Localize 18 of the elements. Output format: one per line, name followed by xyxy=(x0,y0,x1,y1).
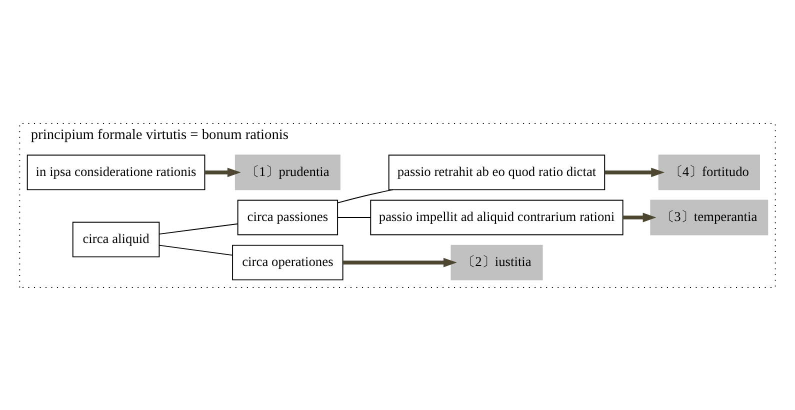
node-box: circa aliquid xyxy=(72,221,160,257)
node-box: 〔3〕temperantia xyxy=(650,199,768,235)
node-box: in ipsa consideratione rationis xyxy=(26,154,206,190)
arrow xyxy=(622,212,656,222)
connector xyxy=(158,222,238,234)
connector xyxy=(158,244,233,256)
arrow xyxy=(604,167,665,177)
connector xyxy=(337,188,394,203)
node-box: 〔2〕iustitia xyxy=(450,244,543,280)
node-box: passio retrahit ab eo quod ratio dictat xyxy=(388,154,606,190)
node-box: 〔4〕fortitudo xyxy=(658,154,760,190)
node-box: circa passiones xyxy=(237,199,338,235)
node-box: passio impellit ad aliquid contrarium rationi xyxy=(370,199,624,235)
arrow xyxy=(204,167,241,177)
node-box: circa operationes xyxy=(232,244,344,280)
connector xyxy=(337,216,372,218)
arrow xyxy=(343,257,457,267)
node-box: 〔1〕prudentia xyxy=(234,154,340,190)
